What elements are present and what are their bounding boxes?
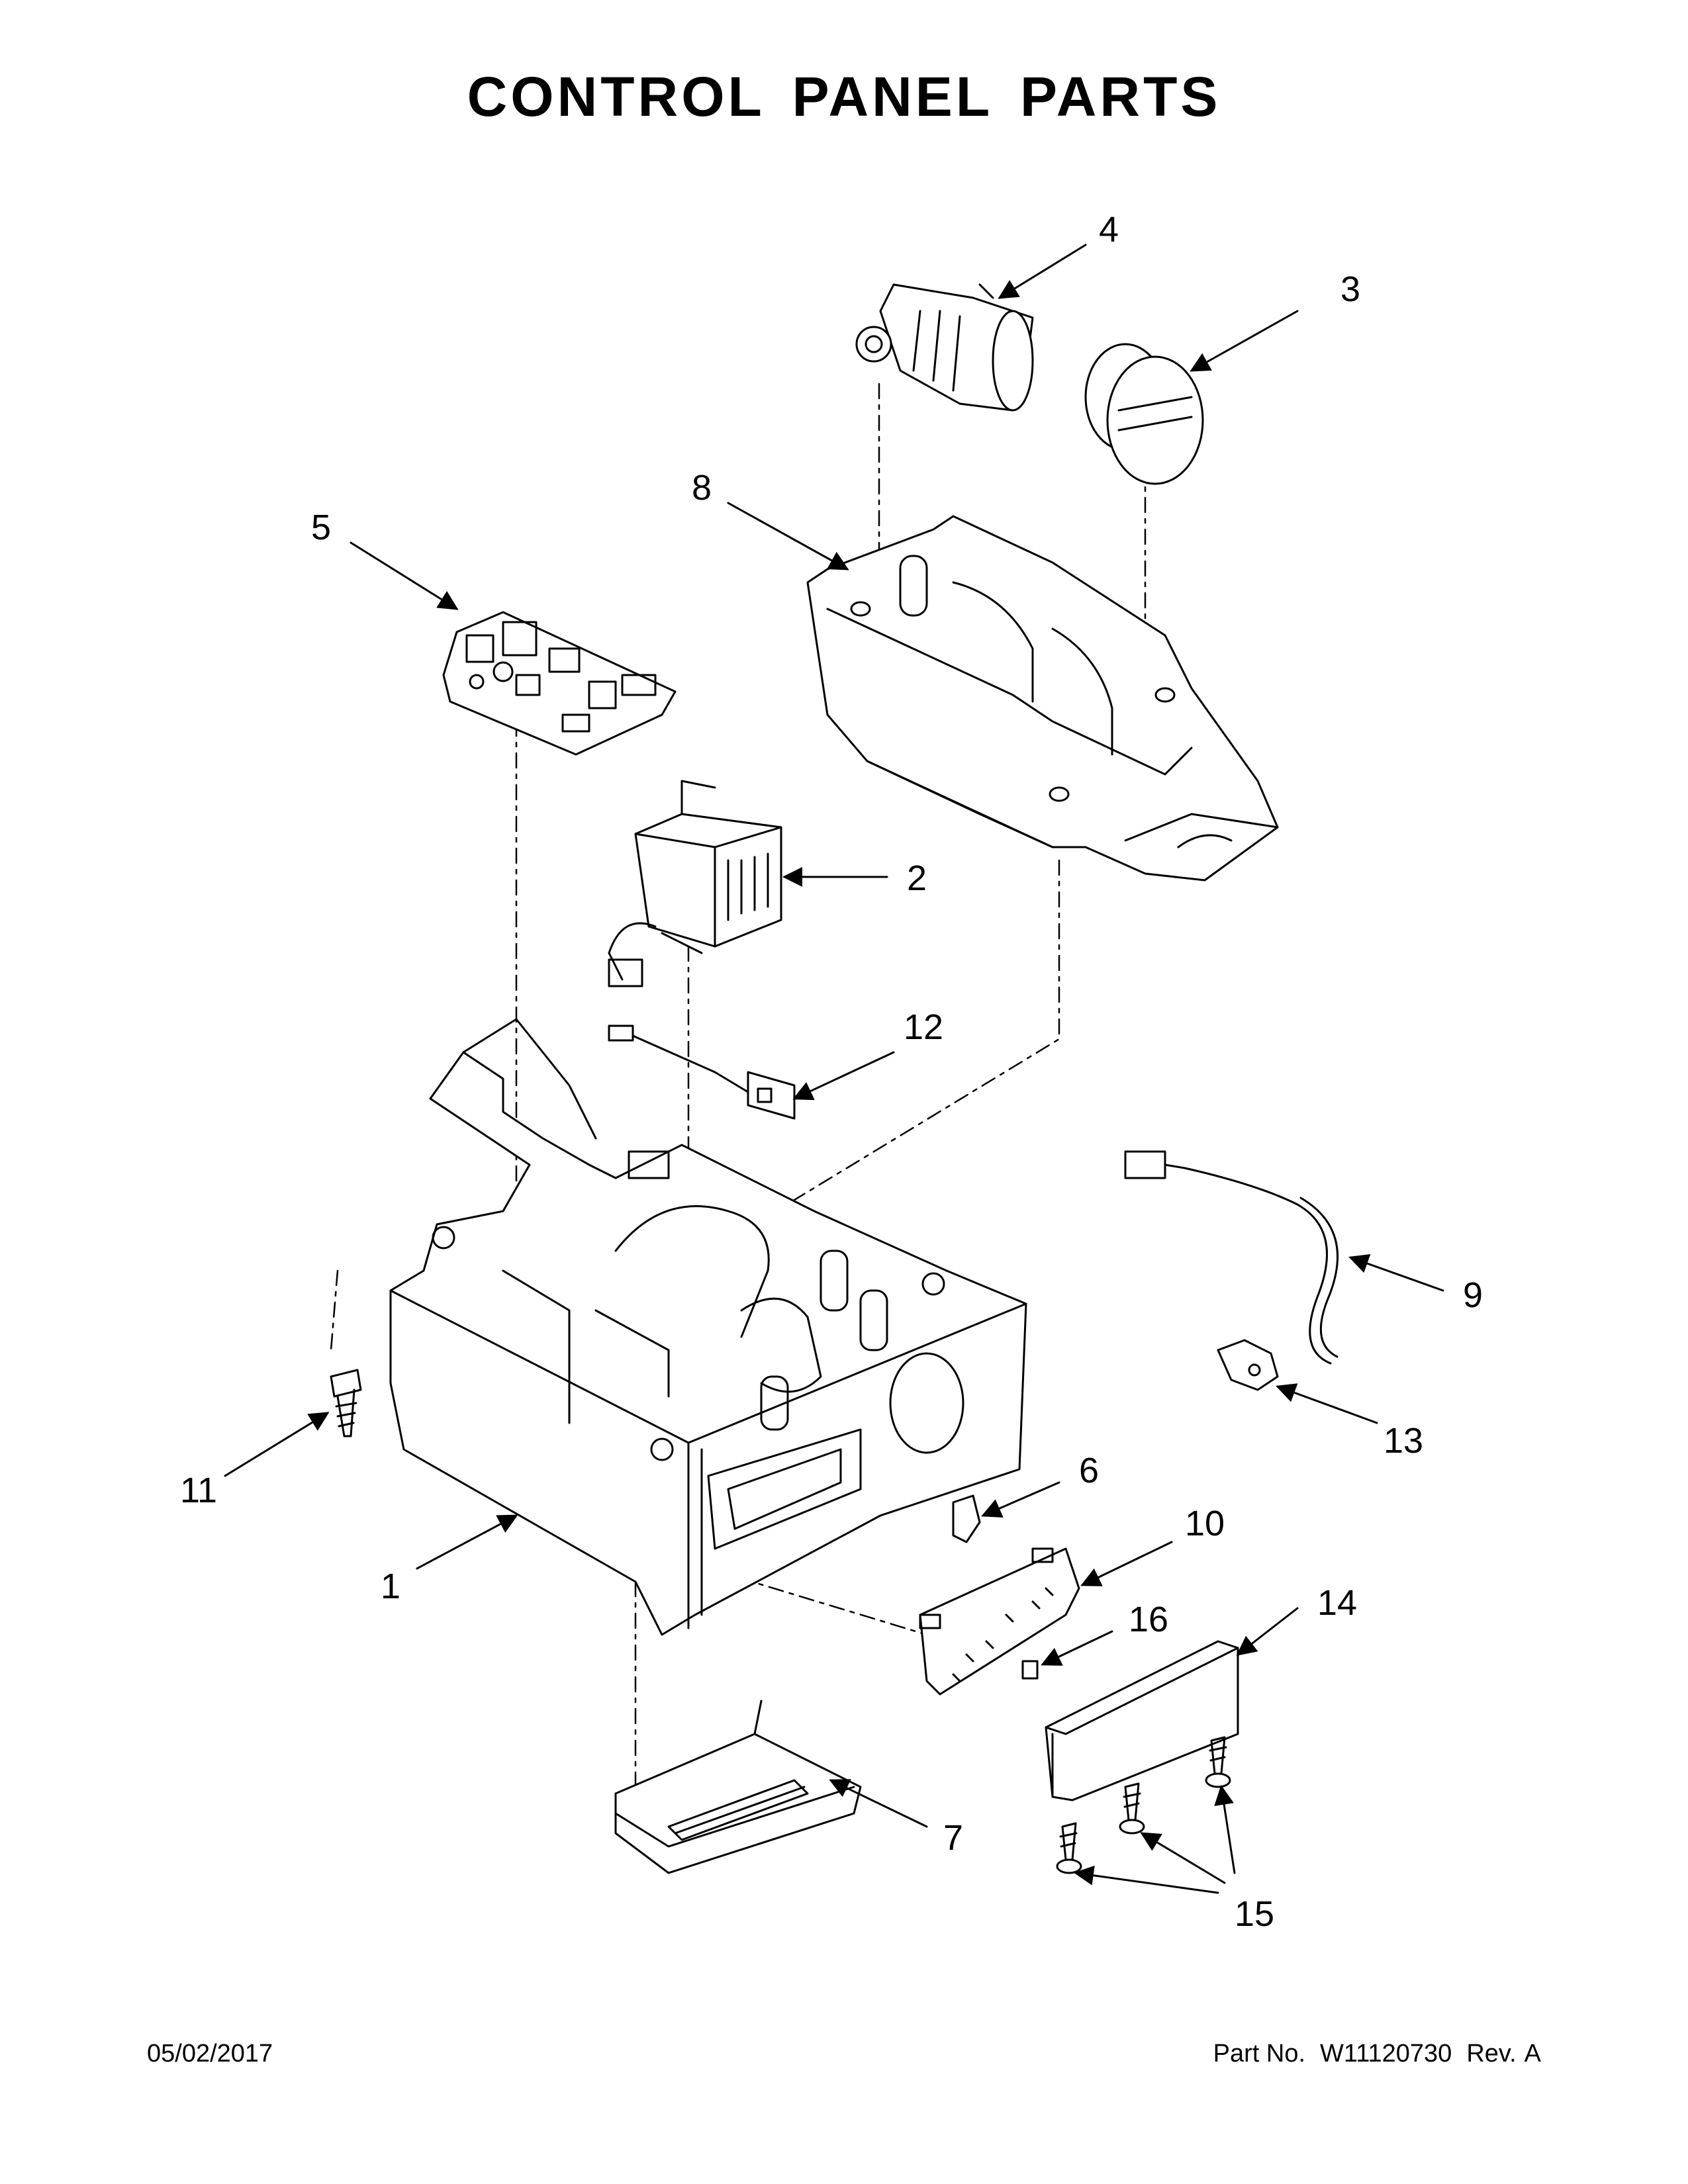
callout-7: 7 <box>943 1818 963 1858</box>
callout-3: 3 <box>1340 269 1360 309</box>
part-11-screw <box>330 1369 362 1437</box>
part-6-switch <box>952 1494 981 1543</box>
part-number-label: Part No. <box>1213 2040 1306 2068</box>
footer-part-number: Part No. W11120730 Rev.A <box>1213 2040 1541 2068</box>
callout-1: 1 <box>381 1567 400 1606</box>
part-8-motor-housing <box>806 515 1279 882</box>
callout-16: 16 <box>1129 1600 1168 1639</box>
part-7-vent-cover <box>614 1700 862 1874</box>
footer-date: 05/02/2017 <box>147 2040 273 2068</box>
callout-10: 10 <box>1185 1504 1225 1543</box>
part-2-transformer <box>608 780 782 987</box>
part-16-small-switch <box>1021 1660 1039 1680</box>
revision-value: A <box>1524 2040 1541 2068</box>
part-13-clip <box>1217 1339 1279 1391</box>
part-10-switch-plate <box>919 1547 1080 1696</box>
callout-14: 14 <box>1317 1583 1357 1623</box>
callout-15: 15 <box>1235 1894 1274 1934</box>
part-12-wire-connector <box>608 1024 796 1120</box>
callout-11: 11 <box>180 1471 217 1510</box>
part-callouts: 4 3 8 5 2 12 9 13 11 1 6 10 16 14 7 15 <box>180 210 1483 1934</box>
part-4-motor <box>855 283 1034 412</box>
callout-13: 13 <box>1383 1421 1423 1461</box>
callout-2: 2 <box>907 858 927 898</box>
callout-12: 12 <box>904 1007 943 1047</box>
revision-label: Rev. <box>1466 2040 1517 2068</box>
part-number-value: W11120730 <box>1320 2040 1452 2068</box>
part-14-panel-cover <box>1045 1640 1239 1801</box>
part-3-cap <box>1084 343 1204 485</box>
callout-6: 6 <box>1079 1451 1099 1490</box>
callout-4: 4 <box>1099 210 1119 250</box>
part-9-wire-harness <box>1124 1150 1339 1365</box>
leader-arrows <box>224 244 1444 1894</box>
part-1-base-housing <box>389 1018 1027 1636</box>
part-5-control-board <box>442 611 677 756</box>
callout-8: 8 <box>692 468 712 508</box>
callout-5: 5 <box>311 508 331 547</box>
callout-9: 9 <box>1463 1275 1483 1315</box>
page-title: CONTROL PANEL PARTS <box>467 66 1221 128</box>
